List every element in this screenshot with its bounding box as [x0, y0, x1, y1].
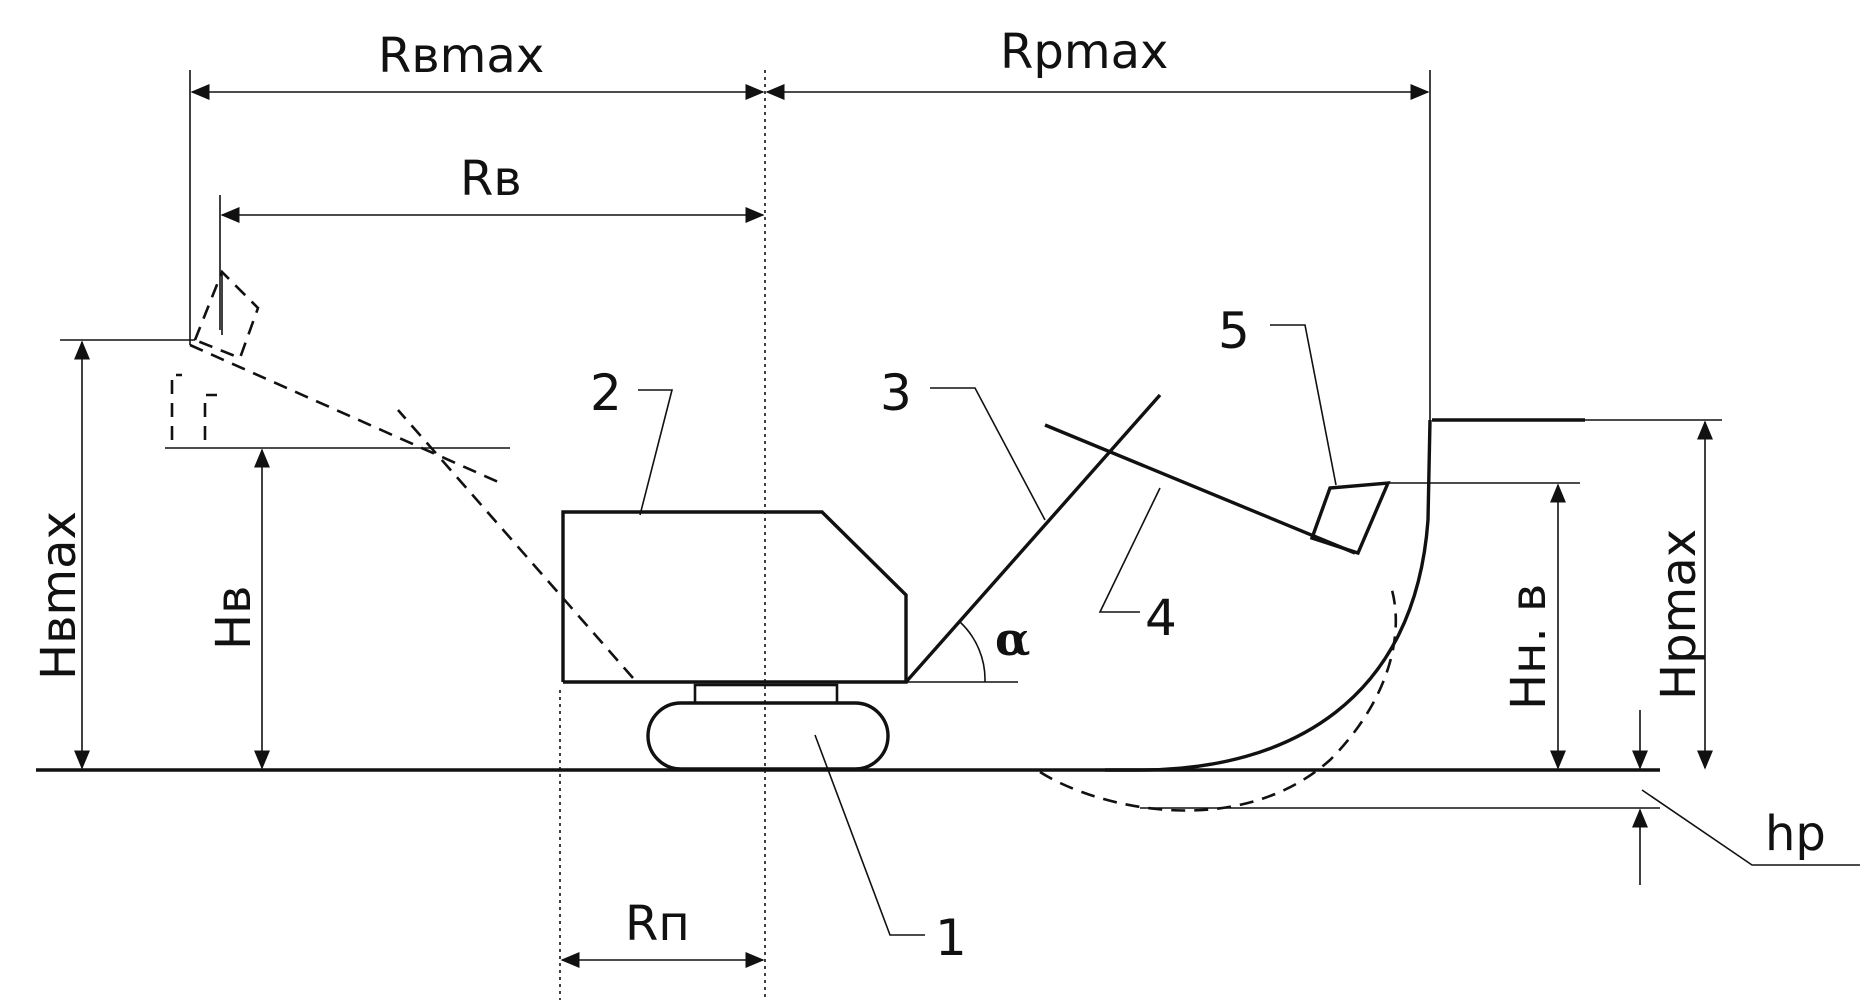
callout-3-leader: [930, 387, 1046, 521]
callout-2-leader: [638, 389, 674, 516]
track-frame: [693, 683, 839, 705]
h-p-max-label: Hpmax: [1651, 529, 1707, 700]
callout-4-leader: [1098, 487, 1161, 613]
h-p-leader: [1641, 789, 1860, 866]
h-p-label: hp: [1765, 806, 1826, 862]
callout-5-leader: [1270, 324, 1337, 486]
crawler-track: [646, 701, 890, 771]
digging-trajectory: [1105, 419, 1432, 772]
dump-stick-dashed: [189, 343, 506, 487]
r-p-label: Rп: [625, 896, 690, 952]
dump-bucket-lower-2: [203, 393, 217, 440]
callout-1: 1: [935, 909, 967, 967]
r-v-max-label: Rвmax: [378, 28, 544, 84]
r-v-label: Rв: [460, 151, 522, 207]
dump-bucket-upper: [193, 269, 260, 360]
alpha-label: α: [995, 612, 1030, 666]
dipper-stick: [1044, 423, 1356, 555]
callout-5: 5: [1218, 302, 1250, 360]
r-p-max-label: Rpmax: [1000, 24, 1168, 80]
excavator-body: [561, 510, 908, 684]
dump-bucket-lower: [170, 373, 182, 440]
callout-2: 2: [590, 364, 622, 422]
h-n-v-label: Hн. в: [1501, 584, 1557, 710]
lower-digging-trajectory: [1039, 589, 1398, 812]
alpha-arc: [959, 621, 986, 683]
h-v-max-label: Hвmax: [31, 511, 87, 680]
callout-4: 4: [1145, 589, 1177, 647]
bucket: [1309, 481, 1391, 556]
h-v-label: Hв: [206, 586, 262, 650]
callout-1-leader: [814, 734, 925, 936]
boom: [904, 393, 1162, 684]
dump-boom-dashed: [397, 409, 634, 679]
callout-3: 3: [880, 364, 912, 422]
